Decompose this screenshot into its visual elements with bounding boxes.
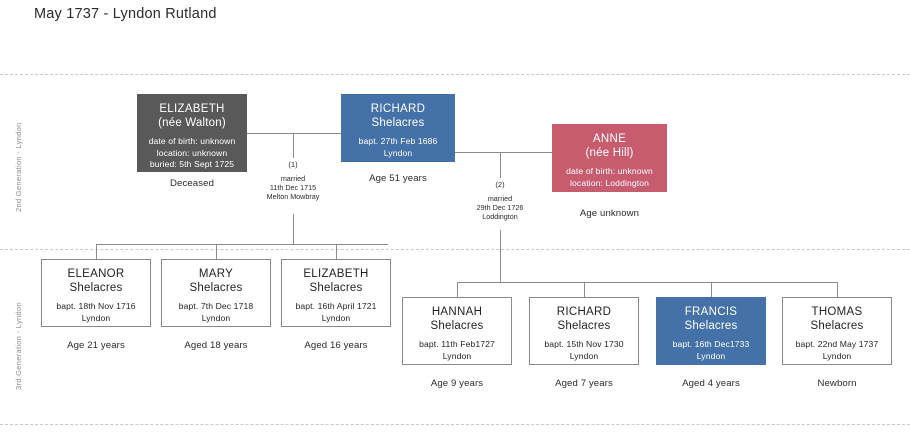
person-detail-line: Lyndon <box>696 350 726 361</box>
person-given-name: FRANCIS <box>684 306 738 318</box>
person-surname: Shelacres <box>371 117 425 129</box>
page-title: May 1737 - Lyndon Rutland <box>34 6 217 22</box>
person-detail-line: Lyndon <box>569 350 599 361</box>
marriage-date: 11th Dec 1715 <box>269 183 317 192</box>
person-surname: Shelacres <box>810 320 864 332</box>
person-caption-francis: Aged 4 years <box>682 378 740 389</box>
person-detail-line: date of birth: unknown <box>148 136 236 146</box>
marriage-place: Melton Mowbray <box>266 192 320 201</box>
person-caption-elizabeth-walton: Deceased <box>170 178 214 189</box>
person-detail-line: Lyndon <box>201 312 231 323</box>
connector-marriage1-stem-upper <box>293 133 294 158</box>
person-detail-line: bapt. 18th Nov 1716 <box>56 301 136 311</box>
person-detail-line: buried: 5th Sept 1725 <box>149 159 235 169</box>
connector-drop-francis <box>711 282 712 297</box>
person-surname: (née Hill) <box>585 147 634 159</box>
person-detail-line: Lyndon <box>383 147 413 158</box>
marriage-date: 29th Dec 1726 <box>476 203 524 212</box>
person-detail-line: bapt. 7th Dec 1718 <box>178 301 254 311</box>
marriage-place: Loddington <box>482 212 518 221</box>
person-given-name: MARY <box>198 268 234 280</box>
person-surname: (née Walton) <box>158 117 226 129</box>
person-card-thomas[interactable]: THOMAS Shelacres bapt. 22nd May 1737 Lyn… <box>782 297 892 365</box>
connector-marriage2-stem-lower <box>500 230 501 282</box>
person-given-name: ELIZABETH <box>159 103 225 115</box>
person-detail-line: bapt. 22nd May 1737 <box>795 339 879 349</box>
connector-drop-hannah <box>457 282 458 297</box>
marriage-number: (1) <box>288 160 298 169</box>
connector-bus-family2 <box>457 282 837 283</box>
person-caption-elizabeth-child: Aged 16 years <box>304 340 368 351</box>
connector-bus-family1 <box>96 244 388 245</box>
marriage-word: married <box>280 174 306 183</box>
generation-divider-middle <box>0 249 910 250</box>
person-caption-richard-shelacres: Age 51 years <box>369 173 427 184</box>
person-detail-line: Lyndon <box>442 350 472 361</box>
person-caption-hannah: Age 9 years <box>430 378 484 389</box>
person-detail-line: Lyndon <box>822 350 852 361</box>
person-caption-richard-child: Aged 7 years <box>555 378 613 389</box>
person-caption-eleanor: Age 21 years <box>67 340 125 351</box>
connector-marriage1-stem-lower <box>293 214 294 244</box>
connector-drop-eleanor <box>96 244 97 259</box>
person-given-name: ELEANOR <box>67 268 125 280</box>
person-given-name: RICHARD <box>370 103 426 115</box>
person-detail-line: bapt. 15th Nov 1730 <box>544 339 624 349</box>
person-detail-line: bapt. 16th Dec1733 <box>672 339 750 349</box>
person-detail-line: Lyndon <box>81 312 111 323</box>
person-surname: Shelacres <box>309 282 363 294</box>
person-detail-line: bapt. 11th Feb1727 <box>419 339 495 349</box>
person-caption-mary: Aged 18 years <box>184 340 248 351</box>
person-given-name: RICHARD <box>556 306 612 318</box>
connector-drop-thomas <box>837 282 838 297</box>
generation-divider-bottom <box>0 424 910 425</box>
person-surname: Shelacres <box>189 282 243 294</box>
person-detail-line: bapt. 27th Feb 1686 <box>358 136 438 146</box>
connector-drop-elizabeth-child <box>336 244 337 259</box>
person-card-mary[interactable]: MARY Shelacres bapt. 7th Dec 1718 Lyndon <box>161 259 271 327</box>
person-surname: Shelacres <box>69 282 123 294</box>
marriage-number: (2) <box>495 180 505 189</box>
connector-richard-anne <box>455 152 552 153</box>
person-detail-line: Lyndon <box>321 312 351 323</box>
person-surname: Shelacres <box>684 320 738 332</box>
generation-divider-top <box>0 74 910 75</box>
person-detail-line: location: Loddington <box>570 177 649 188</box>
connector-drop-richard-child <box>584 282 585 297</box>
generation-label-2nd: 2nd Generation - Lyndon <box>14 122 23 212</box>
person-card-anne-hill[interactable]: ANNE (née Hill) date of birth: unknown l… <box>552 124 667 192</box>
person-caption-anne-hill: Age unknown <box>579 208 640 219</box>
person-detail-line: location: unknown <box>156 147 228 158</box>
person-detail-line: bapt. 16th April 1721 <box>295 301 377 311</box>
person-caption-thomas: Newborn <box>817 378 857 389</box>
connector-drop-mary <box>216 244 217 259</box>
connector-elizabeth-richard <box>247 133 341 134</box>
connector-marriage2-stem-upper <box>500 152 501 178</box>
person-detail-line: date of birth: unknown <box>566 166 653 176</box>
person-card-richard-child[interactable]: RICHARD Shelacres bapt. 15th Nov 1730 Ly… <box>529 297 639 365</box>
marriage-annotation-first: (1) married 11th Dec 1715 Melton Mowbray <box>243 160 343 201</box>
generation-label-3rd: 3rd Generation - Lyndon <box>14 302 23 390</box>
person-surname: Shelacres <box>557 320 611 332</box>
person-card-elizabeth-walton[interactable]: ELIZABETH (née Walton) date of birth: un… <box>137 94 247 172</box>
person-card-francis[interactable]: FRANCIS Shelacres bapt. 16th Dec1733 Lyn… <box>656 297 766 365</box>
person-given-name: THOMAS <box>811 306 863 318</box>
person-card-richard-shelacres[interactable]: RICHARD Shelacres bapt. 27th Feb 1686 Ly… <box>341 94 455 162</box>
person-given-name: ANNE <box>592 133 627 145</box>
person-card-elizabeth-child[interactable]: ELIZABETH Shelacres bapt. 16th April 172… <box>281 259 391 327</box>
person-card-hannah[interactable]: HANNAH Shelacres bapt. 11th Feb1727 Lynd… <box>402 297 512 365</box>
person-surname: Shelacres <box>430 320 484 332</box>
marriage-annotation-second: (2) married 29th Dec 1726 Loddington <box>450 180 550 221</box>
person-given-name: HANNAH <box>431 306 483 318</box>
person-given-name: ELIZABETH <box>303 268 369 280</box>
person-card-eleanor[interactable]: ELEANOR Shelacres bapt. 18th Nov 1716 Ly… <box>41 259 151 327</box>
marriage-word: married <box>487 194 513 203</box>
